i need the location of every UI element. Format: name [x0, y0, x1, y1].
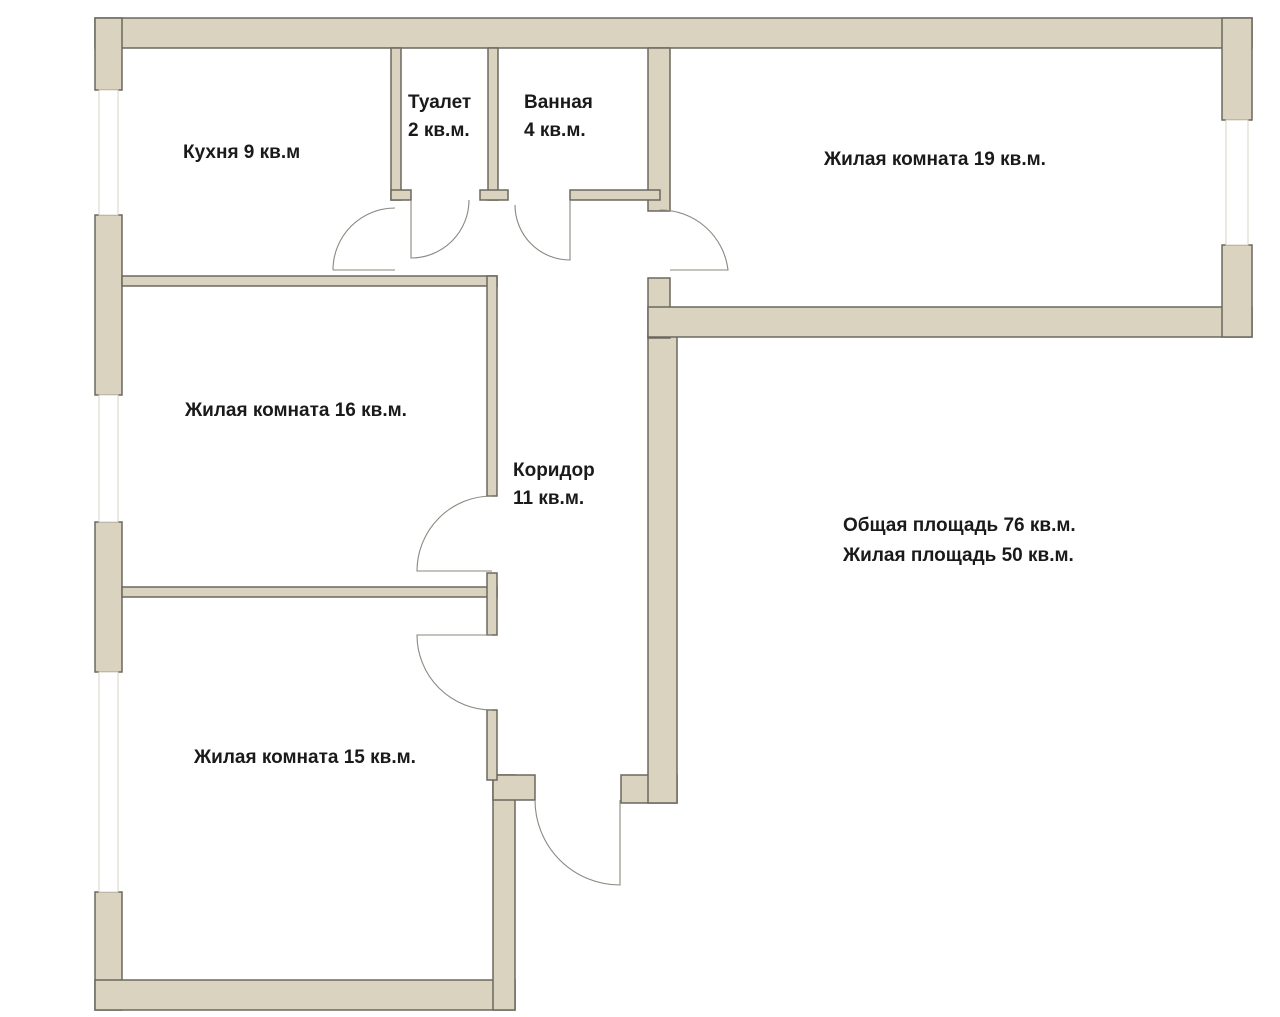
wall-toilet-bath — [487, 47, 499, 201]
door-entrance — [534, 799, 621, 886]
door-bath — [514, 200, 571, 261]
wall-living16-15 — [121, 586, 498, 598]
wall-living16-stub — [486, 572, 498, 636]
window-living19 — [1225, 119, 1249, 246]
wall-kitchen-bottom — [121, 275, 498, 287]
interior-walls — [121, 47, 671, 781]
wall-living15-right — [486, 709, 498, 781]
summary-living-area: Жилая площадь 50 кв.м. — [843, 545, 1074, 566]
label-bathroom-name: Ванная — [524, 92, 593, 113]
label-toilet-area: 2 кв.м. — [408, 120, 470, 141]
wall-right-main — [647, 334, 678, 804]
wall-left-pier-1 — [94, 214, 123, 396]
label-toilet: Туалет 2 кв.м. — [408, 89, 471, 145]
wall-kitchen-toilet — [390, 47, 402, 201]
window-living16 — [98, 394, 119, 523]
stub-toilet-left — [390, 189, 412, 201]
wall-bottom-left — [94, 979, 516, 1011]
stub-toilet-right — [479, 189, 509, 201]
wall-bottom-step — [492, 774, 536, 801]
wall-living16-right — [486, 275, 498, 497]
label-bathroom-area: 4 кв.м. — [524, 120, 586, 141]
wall-right-bottom — [1221, 244, 1253, 338]
stub-bath-right — [569, 189, 661, 201]
wall-top — [94, 17, 1253, 49]
windows — [98, 89, 1249, 893]
label-toilet-name: Туалет — [408, 92, 472, 113]
door-living15 — [416, 634, 493, 711]
label-corridor-name: Коридор — [513, 460, 595, 481]
window-living15 — [98, 671, 119, 893]
summary-block: Общая площадь 76 кв.м. Жилая площадь 50 … — [843, 511, 1076, 571]
wall-left-pier-2 — [94, 521, 123, 673]
door-living19 — [659, 209, 729, 271]
wall-living19-bottom — [647, 306, 1253, 338]
summary-total-area: Общая площадь 76 кв.м. — [843, 515, 1076, 536]
label-living-16: Жилая комната 16 кв.м. — [185, 400, 407, 421]
door-living16 — [416, 495, 493, 572]
outer-walls — [94, 17, 1253, 1011]
label-corridor: Коридор 11 кв.м. — [513, 457, 595, 513]
wall-left-top — [94, 17, 123, 91]
window-kitchen — [98, 89, 119, 216]
door-toilet — [410, 199, 470, 259]
doors — [332, 199, 729, 886]
label-corridor-area: 11 кв.м. — [513, 488, 585, 509]
wall-right-top — [1221, 17, 1253, 121]
door-kitchen — [332, 207, 396, 271]
label-kitchen: Кухня 9 кв.м — [183, 142, 301, 163]
label-living-15: Жилая комната 15 кв.м. — [194, 747, 416, 768]
wall-bath-living19 — [647, 47, 671, 212]
label-bathroom: Ванная 4 кв.м. — [524, 89, 593, 145]
wall-bottom-vertical — [492, 774, 516, 1011]
label-living-19: Жилая комната 19 кв.м. — [824, 149, 1046, 170]
